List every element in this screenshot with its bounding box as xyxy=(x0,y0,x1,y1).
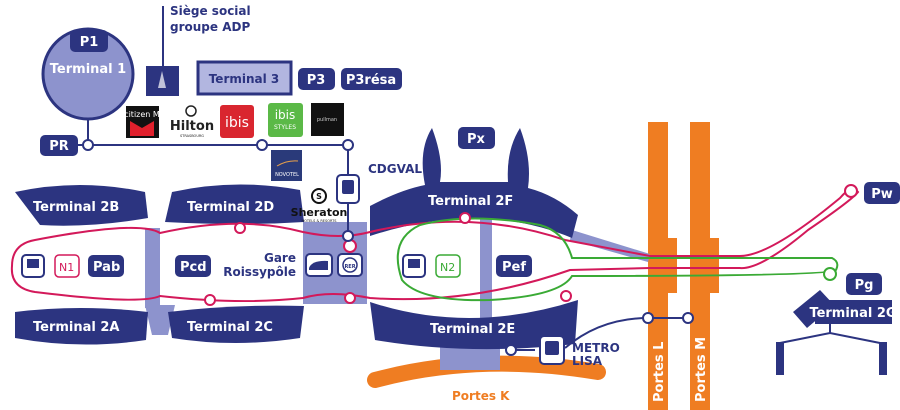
adp-logo-icon xyxy=(146,66,179,96)
cdgval-label[interactable]: CDGVAL xyxy=(368,162,422,176)
parking-px[interactable] xyxy=(458,127,495,149)
cdgval-stops xyxy=(82,139,354,242)
svg-text:pullman: pullman xyxy=(317,117,337,123)
terminal-2f-shape xyxy=(370,128,578,238)
bus-icon xyxy=(21,254,45,278)
terminal-2e-shape xyxy=(370,300,578,350)
parking-p1[interactable] xyxy=(70,30,108,52)
svg-text:NOVOTEL: NOVOTEL xyxy=(275,172,299,178)
parking-pef-label: Pef xyxy=(502,260,526,275)
svg-text:ibis: ibis xyxy=(275,108,296,122)
stops xyxy=(204,184,858,306)
terminal-2b-shape xyxy=(15,185,148,226)
parking-p3-label: P3 xyxy=(307,73,326,88)
terminal-2c-label[interactable]: Terminal 2C xyxy=(187,320,273,335)
terminal-2g[interactable] xyxy=(815,300,892,324)
svg-text:STRASBOURG: STRASBOURG xyxy=(180,134,204,138)
terminal-1[interactable] xyxy=(41,27,135,121)
parking-pg[interactable] xyxy=(846,273,882,295)
svg-text:S: S xyxy=(316,192,322,201)
gare-label: Gare xyxy=(264,251,296,265)
parking-p3[interactable] xyxy=(298,68,335,90)
portes-l[interactable]: Portes L xyxy=(648,122,677,410)
terminal-2d-shape xyxy=(165,184,304,224)
parking-pw-label: Pw xyxy=(871,187,893,202)
hotel-citizenm-logo: citizen M xyxy=(124,106,160,138)
terminal-2c-shape xyxy=(168,305,304,343)
hq-label-line2: groupe ADP xyxy=(170,20,250,34)
parking-pg-label: Pg xyxy=(855,278,874,293)
metro-label[interactable]: METRO xyxy=(572,341,620,355)
connector-2f-l xyxy=(570,230,650,262)
portes-m[interactable]: Portes M xyxy=(690,122,719,410)
rer-icon: RER xyxy=(337,253,363,277)
cdgval-train-icon xyxy=(336,174,360,204)
terminal-2g-diamond xyxy=(793,290,834,328)
roissypole-label: Roissypôle xyxy=(223,265,296,279)
terminal-2f-label[interactable]: Terminal 2F xyxy=(428,194,513,209)
parking-p3resa-label: P3résa xyxy=(346,73,396,88)
terminal-2g-label: Terminal 2G xyxy=(809,306,896,321)
parking-pab-label: Pab xyxy=(93,260,120,275)
shuttle-n1-label: N1 xyxy=(59,261,74,274)
parking-pr[interactable] xyxy=(40,135,78,156)
terminal-2a-shape xyxy=(15,308,148,345)
shuttle-n2-label: N2 xyxy=(440,261,455,274)
hotel-ibis-logo: ibis xyxy=(220,105,254,138)
terminal-2a-label[interactable]: Terminal 2A xyxy=(33,320,120,335)
parking-px-label: Px xyxy=(467,132,486,147)
hotel-novotel-logo: NOVOTEL xyxy=(271,150,302,181)
svg-text:STYLES: STYLES xyxy=(274,124,296,131)
portes-k-label: Portes K xyxy=(452,389,510,403)
terminal-2e-label[interactable]: Terminal 2E xyxy=(430,322,515,337)
metro-lisa-line xyxy=(505,312,694,356)
metro-train-icon xyxy=(539,335,565,365)
parking-p3resa[interactable] xyxy=(341,68,402,90)
shuttle-n1-badge xyxy=(54,254,80,278)
parking-pab[interactable] xyxy=(88,255,124,277)
svg-text:HOTELS & RESORTS: HOTELS & RESORTS xyxy=(301,219,337,223)
portes-l-label: Portes L xyxy=(652,342,667,402)
terminal-2d-label[interactable]: Terminal 2D xyxy=(187,200,274,215)
parking-pcd[interactable] xyxy=(175,255,211,277)
parking-pw[interactable] xyxy=(864,182,900,204)
shuttle-n1-line xyxy=(10,188,860,303)
terminal-1-label: Terminal 1 xyxy=(50,62,126,77)
terminal-2b-label[interactable]: Terminal 2B xyxy=(33,200,119,215)
svg-text:Sheraton: Sheraton xyxy=(291,206,348,219)
parking-pr-label: PR xyxy=(49,139,69,154)
hq-label-line1: Siège social xyxy=(170,4,251,18)
connector-pef xyxy=(480,212,492,332)
terminal-2g-gates xyxy=(776,324,887,375)
connector-2a-2c xyxy=(145,305,175,335)
hotel-pullman-logo: pullman xyxy=(311,103,344,136)
svg-text:ibis: ibis xyxy=(225,115,249,131)
parking-pcd-label: Pcd xyxy=(180,260,207,275)
portes-m-label: Portes M xyxy=(694,337,709,402)
lisa-label[interactable]: LISA xyxy=(572,354,603,368)
stop-pg xyxy=(823,267,837,281)
svg-text:Hilton: Hilton xyxy=(170,119,214,134)
terminal-3-label: Terminal 3 xyxy=(209,72,280,86)
parking-pef[interactable] xyxy=(496,255,532,277)
terminal-3[interactable] xyxy=(196,60,293,96)
parking-p1-label: P1 xyxy=(80,35,99,50)
tgv-train-icon xyxy=(305,253,333,277)
shuttle-n2-line xyxy=(396,217,839,302)
shuttle-n2-badge xyxy=(435,254,461,278)
rer-label: RER xyxy=(344,264,355,270)
connector-pab-pcd xyxy=(145,228,160,308)
svg-text:citizen M: citizen M xyxy=(124,110,160,119)
bus-icon xyxy=(402,254,426,278)
